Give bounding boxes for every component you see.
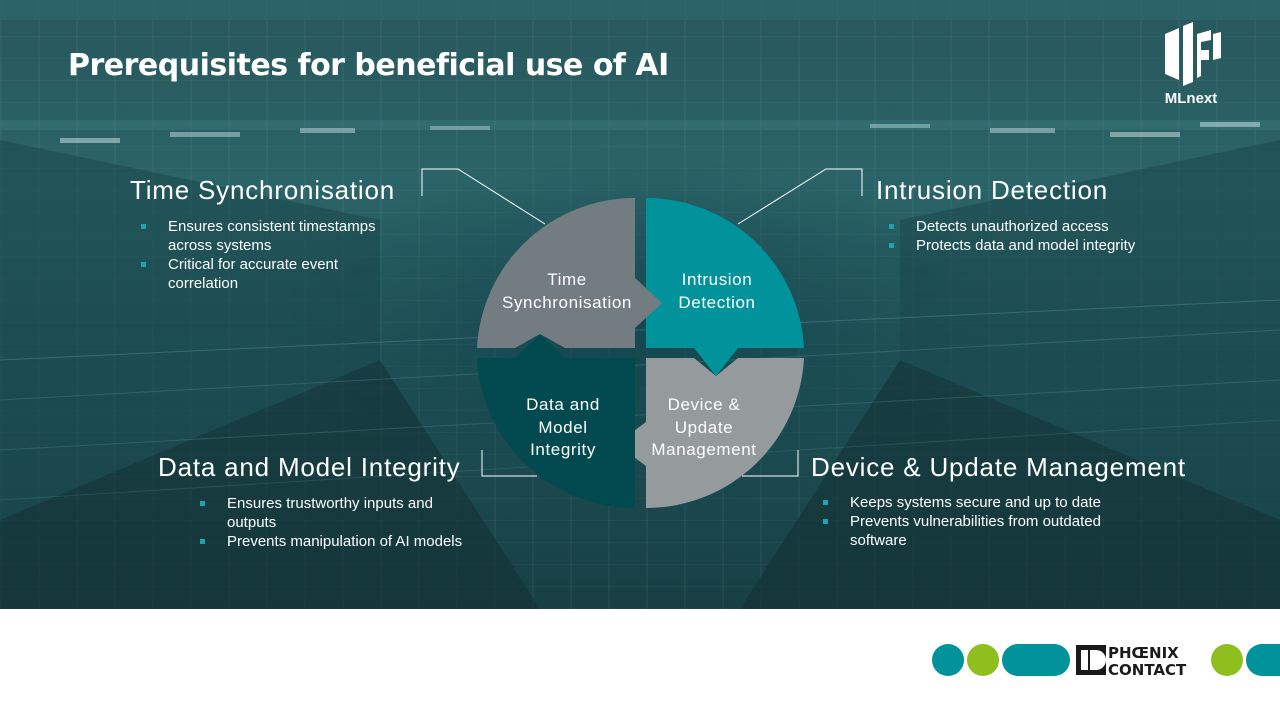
wheel-label-device-line-2: Update [674,417,734,437]
server-room-background [0,0,1280,609]
time-sync-bullet-1: Ensures consistent timestamps across sys… [140,217,400,255]
wheel-label-intrusion: Intrusion Detection [652,269,782,314]
device-connector [742,450,799,477]
integrity-segment [477,334,635,509]
integrity-bullet-2: Prevents manipulation of AI models [199,532,469,551]
device-bullet-2: Prevents vulnerabilities from outdated s… [822,512,1132,550]
wheel-label-intrusion-line-2: Detection [678,292,756,312]
phoenix-word: PHŒNIX [1108,644,1179,662]
footer-green-dot-right [1211,644,1243,676]
device-bullets: Keeps systems secure and up to date Prev… [822,493,1132,550]
footer-teal-pill [1002,644,1070,676]
cycle-diagram [421,168,863,509]
time-sync-segment [477,197,662,348]
integrity-title: Data and Model Integrity [158,452,461,482]
server-racks-image [0,0,1280,609]
device-title: Device & Update Management [811,452,1186,482]
mlnext-logo-icon [1165,22,1221,86]
slide-title: Prerequisites for beneficial use of AI [68,48,669,83]
device-bullet-1: Keeps systems secure and up to date [822,493,1132,512]
wheel-label-time-sync-line-1: Time [547,270,587,289]
time-sync-connector [421,168,546,225]
wheel-label-intrusion-line-1: Intrusion [681,270,753,289]
wheel-label-integrity-line-2: Model [538,417,588,437]
footer-teal-dot [932,644,964,676]
intrusion-bullets: Detects unauthorized access Protects dat… [888,217,1178,255]
intrusion-connector [737,168,863,225]
wheel-label-integrity: Data and Model Integrity [508,394,618,462]
integrity-connector [481,450,537,477]
time-sync-title: Time Synchronisation [130,175,396,205]
wheel-label-time-sync-line-2: Synchronisation [502,292,632,312]
integrity-bullet-1: Ensures trustworthy inputs and outputs [199,494,469,532]
footer-green-dot [967,644,999,676]
intrusion-title: Intrusion Detection [876,175,1108,205]
time-sync-bullets: Ensures consistent timestamps across sys… [140,217,400,293]
intrusion-bullet-1: Detects unauthorized access [888,217,1178,236]
wheel-label-integrity-line-1: Data and [526,395,600,414]
time-sync-bullet-2: Critical for accurate event correlation [140,255,400,293]
wheel-label-device-line-3: Management [651,440,757,459]
intrusion-bullet-2: Protects data and model integrity [888,236,1178,255]
wheel-label-device: Device & Update Management [644,394,764,462]
wheel-label-time-sync: Time Synchronisation [486,269,648,314]
mlnext-logo-text: MLnext [1164,90,1218,107]
intrusion-segment [646,197,804,376]
mlnext-logo: MLnext [1155,20,1227,112]
wheel-label-integrity-line-3: Integrity [530,440,596,459]
footer-teal-pill-right [1246,644,1280,676]
integrity-bullets: Ensures trustworthy inputs and outputs P… [199,494,469,551]
contact-word: CONTACT [1108,661,1187,679]
wheel-label-device-line-1: Device & [667,395,741,414]
phoenix-contact-logo: PHŒNIX CONTACT [932,644,1280,679]
device-segment [616,358,804,509]
